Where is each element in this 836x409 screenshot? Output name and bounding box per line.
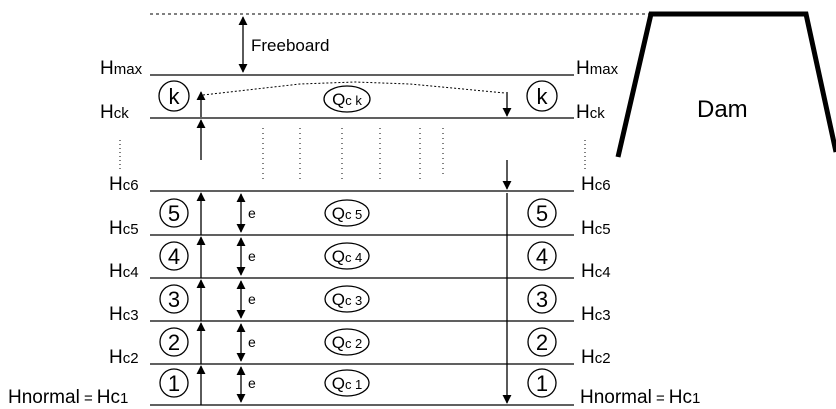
right-circle-2: 2 bbox=[536, 330, 548, 355]
label-hc6-right: Hc6 bbox=[581, 174, 611, 195]
label-hc2-left: Hc2 bbox=[109, 347, 139, 368]
right-circle-1: 1 bbox=[536, 371, 548, 396]
left-level-circles bbox=[158, 80, 190, 398]
label-hmax-right: Hmax bbox=[576, 58, 619, 79]
right-level-circles bbox=[526, 80, 558, 398]
right-circle-k: k bbox=[537, 84, 549, 109]
label-hc4-right: Hc4 bbox=[581, 261, 611, 282]
label-hnormal-left: Hnormal =Hc1 bbox=[8, 387, 128, 408]
left-circle-k: k bbox=[169, 84, 181, 109]
level-lines bbox=[150, 74, 574, 406]
flow-qck: Qc k bbox=[332, 90, 362, 109]
dam-label: Dam bbox=[697, 96, 748, 123]
label-hc6-left: Hc6 bbox=[109, 174, 139, 195]
label-hc3-right: Hc3 bbox=[581, 304, 611, 325]
dam-outline bbox=[615, 11, 836, 158]
svg-text:e: e bbox=[248, 334, 256, 350]
label-hck-left: Hck bbox=[100, 102, 129, 123]
flow-qc1: Qc 1 bbox=[332, 374, 363, 393]
hck-arch bbox=[202, 81, 506, 96]
left-circle-2: 2 bbox=[168, 330, 180, 355]
left-circle-5: 5 bbox=[168, 201, 180, 226]
svg-text:e: e bbox=[248, 205, 256, 221]
left-circle-1: 1 bbox=[168, 371, 180, 396]
right-circle-4: 4 bbox=[536, 244, 548, 269]
label-hc4-left: Hc4 bbox=[109, 261, 139, 282]
left-circle-3: 3 bbox=[168, 287, 180, 312]
label-hc3-left: Hc3 bbox=[109, 304, 139, 325]
svg-text:e: e bbox=[248, 375, 256, 391]
e-labels: e e e e e bbox=[248, 205, 256, 391]
gap-dotted-lines bbox=[262, 128, 444, 183]
svg-text:e: e bbox=[248, 291, 256, 307]
freeboard-label: Freeboard bbox=[251, 36, 329, 55]
left-circle-4: 4 bbox=[168, 244, 180, 269]
right-circle-3: 3 bbox=[536, 287, 548, 312]
right-circle-5: 5 bbox=[536, 201, 548, 226]
flow-qc3: Qc 3 bbox=[332, 290, 363, 309]
flow-qc4: Qc 4 bbox=[332, 247, 363, 266]
label-hmax-left: Hmax bbox=[100, 58, 143, 79]
label-hc5-left: Hc5 bbox=[109, 218, 139, 239]
label-hc5-right: Hc5 bbox=[581, 218, 611, 239]
svg-text:e: e bbox=[248, 248, 256, 264]
flow-ellipses bbox=[323, 85, 371, 397]
label-hnormal-right: Hnormal =Hc1 bbox=[580, 387, 700, 408]
label-hck-right: Hck bbox=[576, 102, 605, 123]
flow-qc2: Qc 2 bbox=[332, 333, 363, 352]
label-hc2-right: Hc2 bbox=[581, 347, 611, 368]
flow-qc5: Qc 5 bbox=[332, 204, 363, 223]
